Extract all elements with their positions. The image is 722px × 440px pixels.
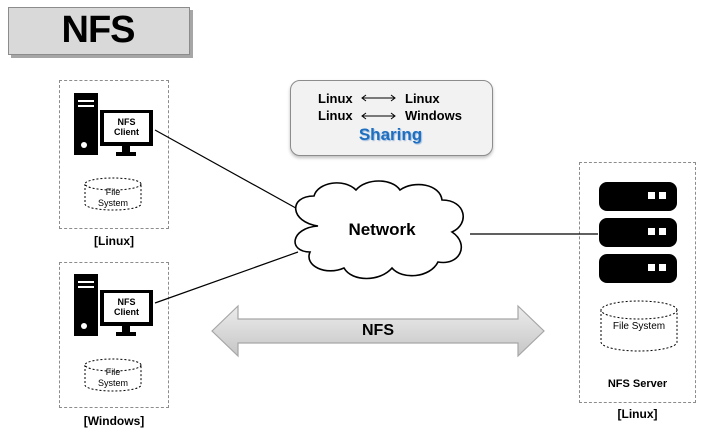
linux-disk-text: File System xyxy=(85,187,141,209)
windows-client-disk-icon xyxy=(84,358,142,392)
nfs-double-arrow xyxy=(211,304,545,358)
network-label: Network xyxy=(348,220,416,239)
legend-double-arrow-1 xyxy=(361,94,396,102)
windows-monitor-text: NFS Client xyxy=(104,297,149,317)
legend-row1-left: Linux xyxy=(318,91,353,106)
legend-sharing-label: Sharing xyxy=(358,125,423,144)
linux-client-caption: [Linux] xyxy=(94,234,134,248)
nfs-arrow-label: NFS xyxy=(362,322,394,339)
network-cloud xyxy=(294,180,464,280)
link-windows-client xyxy=(154,251,299,304)
linux-monitor-line1: NFS xyxy=(117,117,136,127)
server-box xyxy=(579,162,696,403)
legend-row2-left: Linux xyxy=(318,108,353,123)
windows-disk-line2: System xyxy=(97,378,128,388)
link-linux-client xyxy=(154,129,304,213)
linux-disk-line1: File xyxy=(105,187,121,197)
windows-client-caption: [Windows] xyxy=(83,414,145,428)
legend-row1-right: Linux xyxy=(405,91,440,106)
windows-client-computer xyxy=(74,274,153,336)
linux-client-computer xyxy=(74,93,153,156)
legend-row2-right: Windows xyxy=(405,108,462,123)
linux-monitor-text: NFS Client xyxy=(104,117,149,137)
linux-monitor-line2: Client xyxy=(113,127,139,137)
linux-client-disk-icon xyxy=(84,177,142,211)
windows-disk-text: File System xyxy=(85,367,141,389)
server-rack-icon xyxy=(599,182,677,283)
windows-monitor-line1: NFS xyxy=(117,297,136,307)
linux-disk-line2: System xyxy=(97,198,128,208)
server-caption: [Linux] xyxy=(617,407,658,421)
windows-disk-line1: File xyxy=(105,367,121,377)
server-name: NFS Server xyxy=(607,378,668,390)
windows-monitor-line2: Client xyxy=(113,307,139,317)
legend-double-arrow-2 xyxy=(361,112,396,120)
page-title: NFS xyxy=(61,9,136,51)
title-box xyxy=(8,7,190,55)
sharing-legend xyxy=(290,80,493,156)
server-disk-label: File System xyxy=(612,321,666,332)
server-disk-icon xyxy=(600,300,678,352)
windows-client-box xyxy=(59,262,169,408)
linux-client-box xyxy=(59,80,169,229)
